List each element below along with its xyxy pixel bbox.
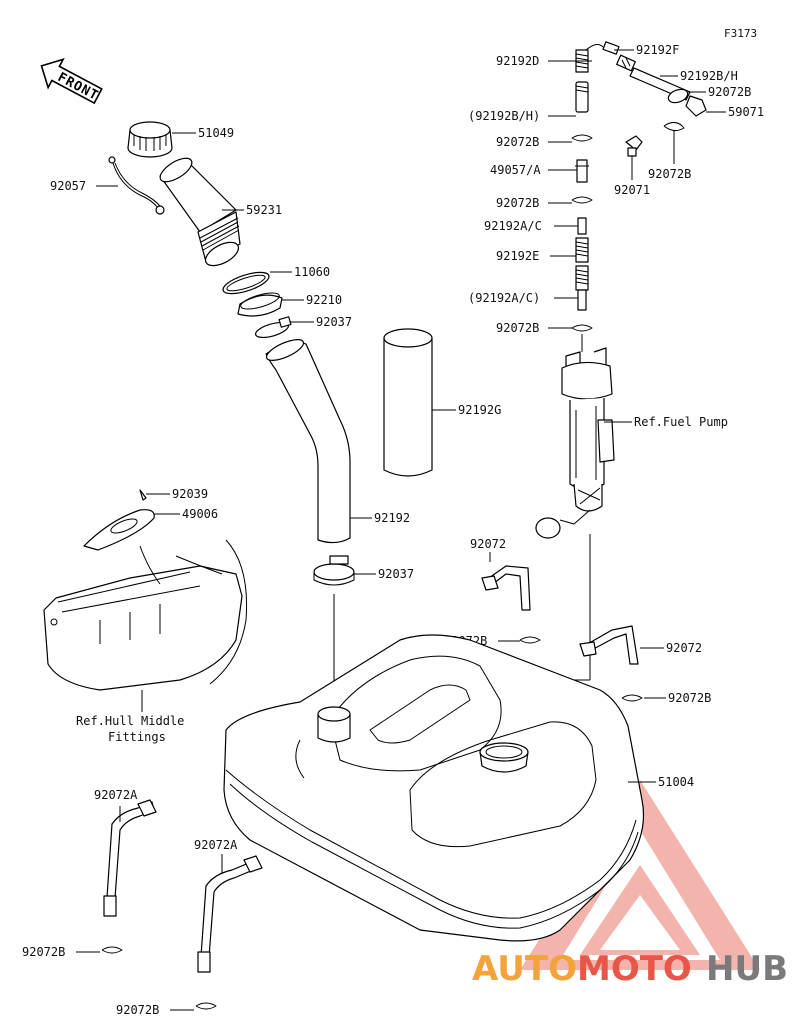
watermark-part2: MOTO [577, 949, 692, 989]
tank-band-upper [481, 565, 531, 611]
tank-strap-left [103, 799, 157, 917]
fuel-cap-part [127, 121, 173, 158]
label-92192e: 92192E [496, 249, 539, 263]
watermark-text: AUTO MOTO HUB [472, 949, 788, 989]
front-label: FRONT [55, 70, 101, 104]
label-92072b-2: 92072B [496, 196, 539, 210]
label-51004: 51004 [658, 775, 694, 789]
hull-fitting-part [43, 489, 248, 691]
clip-part [101, 946, 123, 954]
label-92192bh-right: 92192B/H [680, 69, 738, 83]
label-92072b-6: 92072B [22, 945, 65, 959]
label-59071: 59071 [728, 105, 764, 119]
label-92072b-3: 92072B [496, 321, 539, 335]
gasket-part [222, 271, 270, 295]
label-92192ac-paren: (92192A/C) [468, 291, 540, 305]
label-51049: 51049 [198, 126, 234, 140]
label-92192bh-paren: (92192B/H) [468, 109, 540, 123]
watermark-part3: HUB [706, 949, 788, 989]
tank-band-right [579, 625, 639, 665]
label-92072a-1: 92072A [94, 788, 138, 802]
clip-part [195, 1002, 217, 1010]
fuel-pump-unit [535, 347, 615, 539]
label-92192f: 92192F [636, 43, 679, 57]
nut-part [237, 292, 283, 317]
label-92072b-right2: 92072B [648, 167, 691, 181]
label-92071: 92071 [614, 183, 650, 197]
ref-hull-line1: Ref.Hull Middle [76, 714, 184, 728]
label-92072-a: 92072 [470, 537, 506, 551]
label-92072-b: 92072 [666, 641, 702, 655]
label-92210: 92210 [306, 293, 342, 307]
fuel-hose-straight-part [383, 328, 433, 477]
figure-code: F3173 [724, 27, 757, 40]
watermark-logo [520, 780, 760, 970]
label-92192g: 92192G [458, 403, 501, 417]
label-49057a: 49057/A [490, 163, 541, 177]
cap-tether-part [108, 156, 165, 215]
label-92192d: 92192D [496, 54, 539, 68]
tank-strap-right [197, 855, 263, 973]
fuel-tank-part [223, 634, 645, 942]
label-92072b-1: 92072B [496, 135, 539, 149]
label-92072b-7: 92072B [116, 1003, 159, 1017]
label-92072b-right1: 92072B [708, 85, 751, 99]
hose-clamp-upper-part [254, 316, 292, 339]
label-92192: 92192 [374, 511, 410, 525]
label-92037-upper: 92037 [316, 315, 352, 329]
ref-hull-line2: Fittings [108, 730, 166, 744]
hose-clamp-lower-part [313, 555, 355, 586]
fuel-pump-hose-stack [571, 49, 593, 352]
label-92072a-2: 92072A [194, 838, 238, 852]
fuel-hose-bent-part [265, 339, 351, 544]
label-92037-lower: 92037 [378, 567, 414, 581]
label-92039: 92039 [172, 487, 208, 501]
ref-fuel-pump: Ref.Fuel Pump [634, 415, 728, 429]
clip-part [519, 636, 541, 644]
hose-elbow-fittings [585, 41, 707, 157]
label-92057: 92057 [50, 179, 86, 193]
front-arrow-icon: FRONT [40, 57, 103, 105]
filler-neck-part [159, 157, 241, 267]
label-92072b-5: 92072B [668, 691, 711, 705]
label-49006: 49006 [182, 507, 218, 521]
watermark-part1: AUTO [472, 949, 577, 989]
clip-part [621, 694, 643, 702]
label-92192ac: 92192A/C [484, 219, 542, 233]
label-11060: 11060 [294, 265, 330, 279]
label-59231: 59231 [246, 203, 282, 217]
